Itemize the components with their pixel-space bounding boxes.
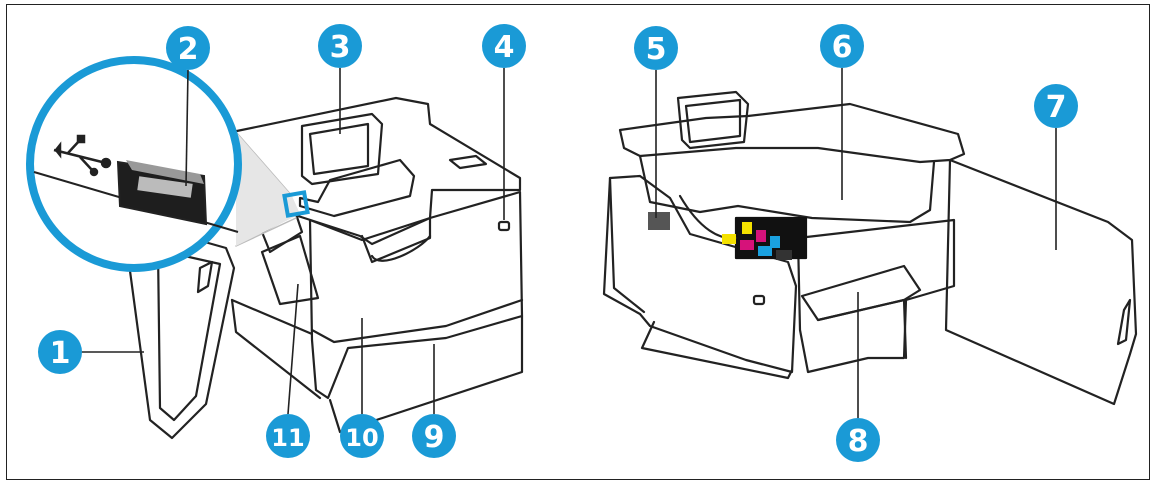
left-printer — [230, 96, 524, 434]
callout-3: 3 — [318, 24, 362, 68]
callout-9: 9 — [412, 414, 456, 458]
callout-6: 6 — [820, 24, 864, 68]
ink-cartridges — [648, 212, 792, 260]
left-printer-top — [230, 96, 522, 246]
right-door — [944, 158, 1138, 406]
callout-label: 11 — [271, 424, 304, 452]
callout-label: 8 — [848, 424, 869, 459]
callout-2: 2 — [166, 26, 210, 70]
usb-zoom-inset — [26, 56, 242, 272]
callout-1: 1 — [38, 330, 82, 374]
left-control-panel — [300, 112, 384, 186]
callout-label: 2 — [178, 32, 199, 67]
right-printer — [602, 102, 966, 380]
callout-10: 10 — [340, 414, 384, 458]
callout-4: 4 — [482, 24, 526, 68]
usb-icon — [53, 134, 112, 177]
right-control-panel — [676, 90, 750, 150]
leader-lines — [76, 68, 1057, 418]
callout-label: 5 — [646, 32, 667, 67]
callouts: 1 2 3 4 5 6 7 8 — [38, 24, 1078, 462]
callout-label: 6 — [832, 30, 853, 65]
callout-8: 8 — [836, 418, 880, 462]
left-printer-body — [308, 190, 524, 400]
callout-label: 4 — [494, 30, 515, 65]
callout-label: 9 — [424, 420, 445, 455]
callout-label: 1 — [50, 336, 71, 371]
callout-label: 7 — [1046, 90, 1067, 125]
callout-label: 10 — [345, 424, 378, 452]
callout-7: 7 — [1034, 84, 1078, 128]
callout-5: 5 — [634, 26, 678, 70]
callout-label: 3 — [330, 30, 351, 65]
right-printer-top — [618, 102, 966, 164]
callout-11: 11 — [266, 414, 310, 458]
